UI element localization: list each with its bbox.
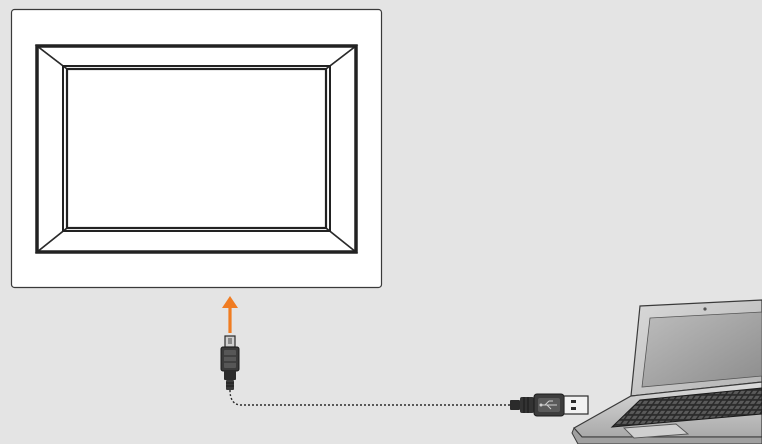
photo-frame: [10, 8, 383, 289]
mini-usb-plug-icon: [220, 335, 240, 390]
laptop-camera: [703, 307, 707, 311]
frame-inner-border: [62, 65, 331, 232]
frame-screen: [65, 67, 328, 230]
usb-a-plug-icon: [510, 393, 589, 417]
laptop-trackpad: [622, 423, 690, 439]
laptop-keyboard: [610, 387, 762, 428]
usb-cable: [229, 389, 512, 406]
laptop-front-edge: [571, 427, 762, 444]
laptop-icon: [571, 299, 762, 444]
frame-outer-border: [35, 44, 358, 254]
laptop-screen: [641, 311, 762, 388]
orange-up-arrow-icon: [222, 296, 238, 333]
